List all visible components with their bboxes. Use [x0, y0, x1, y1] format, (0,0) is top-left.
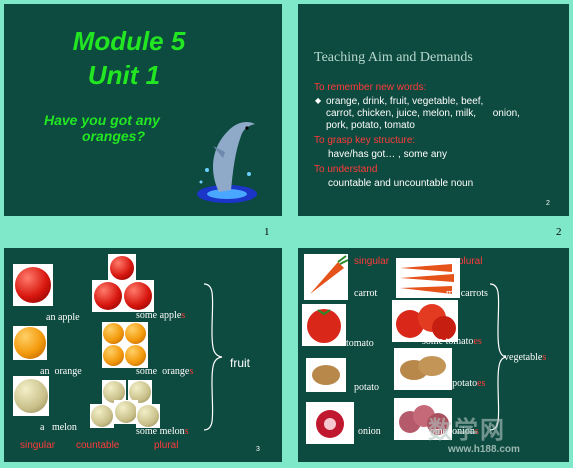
- vegetables-suffix: s: [542, 352, 547, 363]
- some-potatoes-suffix: es: [477, 378, 486, 389]
- orange-icon: [103, 323, 124, 344]
- subtitle-line2: oranges?: [82, 128, 146, 144]
- label-plural: plural: [154, 440, 179, 451]
- label-some-tomatoes: some tomatoes: [422, 336, 482, 347]
- some-melons-stem: some melon: [136, 426, 185, 437]
- unit-title: Unit 1: [87, 60, 161, 90]
- label-potato: potato: [354, 382, 379, 393]
- page-number-2: 2: [556, 226, 562, 238]
- some-melons-suffix: s: [184, 426, 189, 437]
- apple-image-right: [122, 280, 154, 312]
- orange-icon: [14, 327, 46, 359]
- orange-icon: [125, 323, 146, 344]
- label-fruit: fruit: [230, 356, 251, 370]
- brace-icon: [489, 283, 507, 431]
- inner-page-number: 2: [546, 200, 550, 207]
- label-some-onions: some onions: [426, 426, 479, 437]
- label-some-melons: some melons: [136, 426, 189, 437]
- label-some-carrots: me carrots: [446, 288, 488, 299]
- orange-image: [13, 326, 47, 360]
- some-tomatoes-suffix: es: [473, 336, 482, 347]
- label-some-oranges: some oranges: [136, 366, 193, 377]
- apple-image-top: [108, 254, 136, 282]
- apple-image: [13, 264, 53, 306]
- label-onion: onion: [358, 426, 381, 437]
- section-structure: To grasp key structure:: [314, 135, 416, 146]
- onion-image: [306, 402, 354, 444]
- some-oranges-stem: some orange: [136, 366, 190, 377]
- watermark-url: www.h188.com: [448, 444, 520, 455]
- some-apples-stem: some apple: [136, 310, 182, 321]
- label-an-orange: an orange: [40, 366, 82, 377]
- carrots-image: [396, 258, 460, 298]
- potatoes-image: [394, 348, 452, 390]
- melon-icon: [115, 401, 137, 423]
- oranges-image: [102, 322, 148, 368]
- melon-icon: [103, 381, 125, 403]
- onions-image: [394, 398, 452, 440]
- melons-image-b: [128, 380, 152, 404]
- page-number-1: 1: [264, 226, 270, 238]
- label-carrot: carrot: [354, 288, 378, 299]
- words-line-3: pork, potato, tomato: [326, 120, 415, 131]
- apple-icon: [110, 256, 134, 280]
- label-vegetables: vegetables: [504, 352, 546, 363]
- words-line-2: carrot, chicken, juice, melon, milk, oni…: [326, 108, 520, 119]
- melon-icon: [137, 405, 159, 427]
- melons-image-d: [114, 400, 138, 424]
- melon-icon: [14, 379, 48, 413]
- some-oranges-suffix: s: [189, 366, 194, 377]
- label-tomato: tomato: [346, 338, 374, 349]
- slide-2-teaching-aim[interactable]: Teaching Aim and Demands To remember new…: [298, 4, 569, 216]
- some-potatoes-stem: some potato: [426, 378, 478, 389]
- words-line-1: orange, drink, fruit, vegetable, beef,: [326, 96, 484, 107]
- some-apples-suffix: s: [181, 310, 186, 321]
- melons-image-c: [90, 404, 114, 428]
- watermark-logo: 数学网: [428, 417, 506, 444]
- carrot-image: [304, 254, 348, 300]
- inner-page-number: 3: [256, 446, 260, 453]
- label-singular: singular: [20, 440, 56, 451]
- label-an-apple: an apple: [46, 312, 80, 323]
- melons-image-e: [136, 404, 160, 428]
- label-a-melon: a melon: [40, 422, 77, 433]
- slide-heading: Teaching Aim and Demands: [314, 50, 473, 65]
- melon-icon: [129, 381, 151, 403]
- subtitle-line1: Have you got any: [44, 112, 160, 128]
- brace-icon: [203, 283, 223, 431]
- module-title: Module 5: [72, 26, 186, 56]
- label-plural: plural: [458, 256, 483, 267]
- label-some-apples: some apples: [136, 310, 185, 321]
- apple-image-left: [92, 280, 124, 312]
- label-countable: countable: [76, 440, 120, 451]
- some-onions-stem: some onion: [426, 426, 475, 437]
- section-understand: To understand: [314, 164, 378, 175]
- structure-text: have/has got… , some any: [328, 149, 447, 160]
- some-tomatoes-stem: some tomato: [422, 336, 474, 347]
- section-remember: To remember new words:: [314, 82, 427, 93]
- potato-image: [306, 358, 346, 392]
- orange-icon: [125, 345, 146, 366]
- vegetables-stem: vegetable: [504, 352, 543, 363]
- some-carrots-text: me carrots: [446, 288, 488, 299]
- apple-icon: [94, 282, 122, 310]
- dolphin-illustration: [197, 122, 257, 203]
- slide-3-fruit[interactable]: an apple some apples an orange some oran…: [4, 248, 282, 462]
- melon-icon: [91, 405, 113, 427]
- apple-icon: [15, 267, 51, 303]
- melon-image: [13, 376, 49, 416]
- slide-4-vegetables[interactable]: singular plural carrot me carrots tomato…: [298, 248, 569, 462]
- tomatoes-image: [392, 300, 458, 342]
- apple-icon: [124, 282, 152, 310]
- label-singular: singular: [354, 256, 390, 267]
- bullet-diamond-icon: ◆: [315, 96, 322, 105]
- orange-icon: [103, 345, 124, 366]
- slide-1-title[interactable]: Module 5 Unit 1 Have you got any oranges…: [4, 4, 282, 216]
- tomato-image: [302, 304, 346, 346]
- some-onions-suffix: s: [474, 426, 479, 437]
- label-some-potatoes: some potatoes: [426, 378, 485, 389]
- understand-text: countable and uncountable noun: [328, 178, 474, 189]
